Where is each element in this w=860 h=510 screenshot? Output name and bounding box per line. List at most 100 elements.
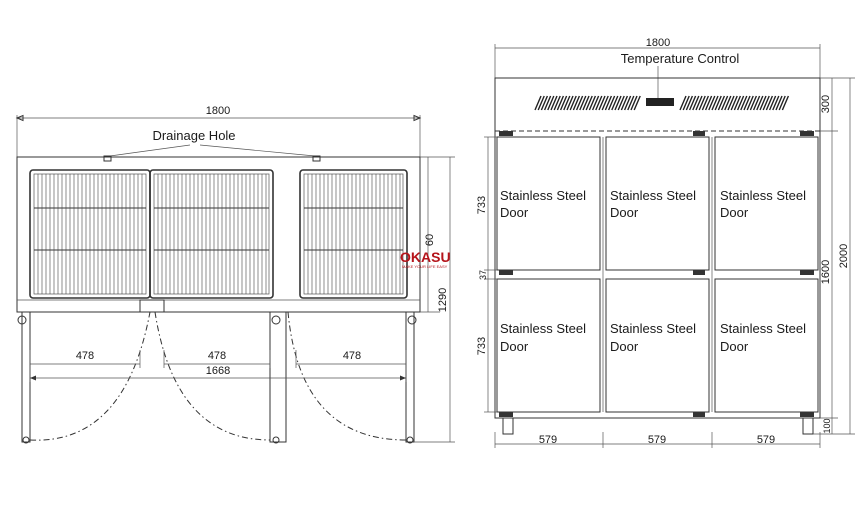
vent-slat xyxy=(598,95,606,111)
vent-slat xyxy=(701,95,710,111)
front-height-1290: 1290 xyxy=(437,288,449,312)
vent-slat xyxy=(685,95,694,111)
temperature-control-panel xyxy=(646,98,674,106)
vent-slat xyxy=(563,95,571,111)
vent-slat xyxy=(534,95,542,111)
vent-slat xyxy=(711,95,719,111)
vent-slat xyxy=(601,95,609,111)
svg-text:Stainless Steel: Stainless Steel xyxy=(500,321,586,336)
vent-slat xyxy=(765,95,774,111)
front-height-60: 60 xyxy=(424,234,436,246)
vent-slat xyxy=(550,95,558,111)
vent-slat xyxy=(733,95,742,111)
vent-slat xyxy=(682,95,690,111)
vent-slat xyxy=(759,95,767,111)
svg-text:Door: Door xyxy=(500,205,529,220)
vent-slat xyxy=(579,95,587,111)
vent-slat xyxy=(752,95,761,111)
vent-slat xyxy=(537,95,545,111)
svg-text:Door: Door xyxy=(720,205,749,220)
shelf-width-1: 478 xyxy=(76,350,94,362)
shelf-width-3: 478 xyxy=(343,350,361,362)
vent-slat xyxy=(749,95,758,111)
door-label-6: Stainless Steel Door xyxy=(720,321,806,354)
vent-slat xyxy=(717,95,726,111)
vent-slat xyxy=(556,95,565,111)
vent-slat xyxy=(611,95,619,111)
vent-slat xyxy=(553,95,561,111)
door-label-3: Stainless Steel Door xyxy=(720,188,806,220)
inner-width-label: 1668 xyxy=(206,365,230,377)
vent-slat xyxy=(607,95,616,111)
vent-slat xyxy=(775,95,783,111)
door-swing-arc-3 xyxy=(287,311,407,441)
vent-grille xyxy=(534,95,790,111)
vent-slat xyxy=(543,95,552,111)
vent-slat xyxy=(547,95,555,111)
total-height-label: 2000 xyxy=(838,244,850,268)
vent-slat xyxy=(688,95,697,111)
vent-slat xyxy=(585,95,593,111)
door-label-4: Stainless Steel Door xyxy=(500,321,586,354)
temperature-control-label: Temperature Control xyxy=(621,51,740,66)
svg-text:Stainless Steel: Stainless Steel xyxy=(610,188,696,203)
vent-slat xyxy=(617,95,625,111)
vent-slat xyxy=(698,95,706,111)
vent-slat xyxy=(762,95,770,111)
front-view: 1800 Drainage Hole xyxy=(15,105,455,444)
door-height-lower: 733 xyxy=(476,337,488,355)
door-width-2: 579 xyxy=(648,434,666,446)
vent-slat xyxy=(582,95,590,111)
door-grid xyxy=(496,136,819,413)
vent-slat xyxy=(623,95,632,111)
vent-slat xyxy=(591,95,600,111)
vent-slat xyxy=(575,95,584,111)
vent-slat xyxy=(695,95,703,111)
wire-shelf-right xyxy=(299,169,408,299)
vent-slat xyxy=(566,95,574,111)
vent-slat xyxy=(708,95,716,111)
vent-slat xyxy=(540,95,549,111)
vent-slat xyxy=(679,95,687,111)
vent-slat xyxy=(724,95,732,111)
svg-text:Stainless Steel: Stainless Steel xyxy=(610,321,696,336)
vent-slat xyxy=(604,95,613,111)
vent-slat xyxy=(704,95,713,111)
vent-slat xyxy=(620,95,629,111)
door-swing-arc-1 xyxy=(29,311,151,441)
vent-slat xyxy=(569,95,577,111)
wire-shelf-middle xyxy=(149,169,274,299)
shelf-width-2: 478 xyxy=(208,350,226,362)
svg-text:Stainless Steel: Stainless Steel xyxy=(720,321,806,336)
front-width-label: 1800 xyxy=(206,105,230,117)
vent-slat xyxy=(781,95,790,111)
drainage-hole-label: Drainage Hole xyxy=(152,128,235,143)
vent-slat xyxy=(772,95,780,111)
vent-slat xyxy=(714,95,722,111)
vent-slat xyxy=(730,95,738,111)
door-hinges xyxy=(499,131,814,417)
elevation-width-label: 1800 xyxy=(646,37,670,49)
door-swing-arc-2 xyxy=(154,311,271,441)
shelf-wire-grid xyxy=(37,174,401,294)
svg-text:Stainless Steel: Stainless Steel xyxy=(500,188,586,203)
vent-slat xyxy=(727,95,735,111)
vent-slat xyxy=(588,95,597,111)
vent-slat xyxy=(768,95,777,111)
door-label-5: Stainless Steel Door xyxy=(610,321,696,354)
elevation-view: 1800 Temperature Control Stainless Steel… xyxy=(476,37,855,448)
vent-slat xyxy=(627,95,635,111)
base-height-label: 100 xyxy=(822,418,832,433)
vent-slat xyxy=(743,95,751,111)
body-height-label: 1600 xyxy=(820,260,832,284)
vent-slat xyxy=(630,95,638,111)
vent-slat xyxy=(746,95,754,111)
top-height-label: 300 xyxy=(820,95,832,113)
door-label-2: Stainless Steel Door xyxy=(610,188,696,220)
svg-text:Door: Door xyxy=(500,339,529,354)
svg-text:Door: Door xyxy=(610,205,639,220)
vent-slat xyxy=(720,95,729,111)
vent-slat xyxy=(559,95,568,111)
watermark-logo: OKASU MAKE YOUR LIFE EASY xyxy=(400,249,451,269)
